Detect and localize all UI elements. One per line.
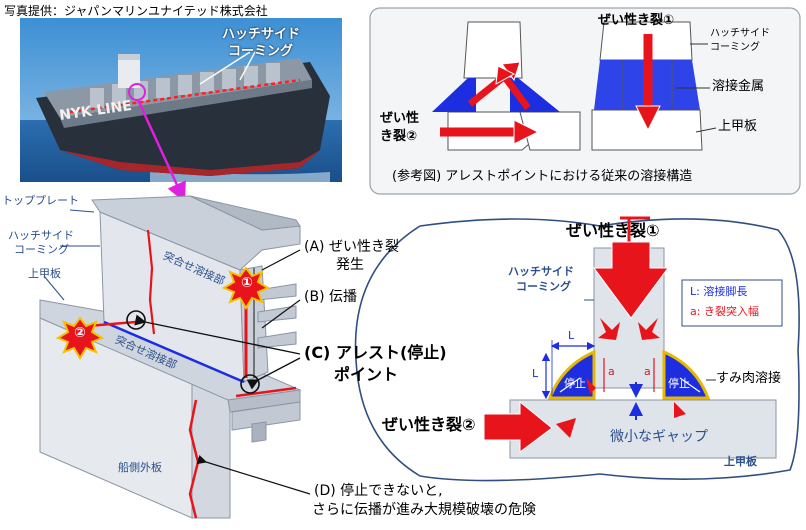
dim-a-right: a: [644, 365, 651, 378]
ref-crack1-label: ぜい性き裂①: [598, 13, 675, 28]
note-a-line1: (A) ぜい性き裂: [304, 239, 399, 255]
marker-1: ①: [241, 275, 253, 291]
struct-upper-deck-label: 上甲板: [28, 267, 61, 280]
note-d-line1: (D) 停止できないと,: [314, 483, 443, 499]
note-c-line1: (C) アレスト(停止): [304, 343, 447, 362]
marker-2: ②: [74, 325, 86, 341]
ref-weld-metal-label: 溶接金属: [712, 79, 765, 94]
stop-left-label: 停止: [564, 377, 586, 390]
ref-hatch-label-2: コーミング: [710, 42, 760, 53]
ref-crack2-label-2: き裂②: [380, 129, 418, 144]
detail-crack2-label: ぜい性き裂②: [382, 415, 476, 434]
ship-photo: NYK LINE: [20, 18, 342, 182]
fillet-weld-label: すみ肉溶接: [716, 371, 782, 386]
struct-hatch-label-1: ハッチサイド: [8, 229, 74, 242]
photo-credit: 写真提供：ジャパンマリンユナイテッド株式会社: [4, 4, 268, 18]
detail-hatch-label-1: ハッチサイド: [508, 265, 574, 278]
ref-upper-deck-label: 上甲板: [718, 119, 758, 134]
note-d-line2: さらに伝播が進み大規模破壊の危険: [312, 502, 536, 518]
photo-hatch-label-2: コーミング: [228, 44, 294, 59]
stop-right-label: 停止: [668, 377, 690, 390]
detail-crack1-label: ぜい性き裂①: [566, 221, 660, 240]
side-shell-label: 船側外板: [118, 461, 162, 474]
callout-arrow: [136, 99, 186, 203]
struct-hatch-label-2: コーミング: [14, 243, 69, 256]
note-b: (B) 伝播: [304, 289, 357, 305]
detail-upper-deck-label: 上甲板: [724, 455, 757, 468]
ref-hatch-label-1: ハッチサイド: [710, 28, 770, 39]
note-c-line2: ポイント: [334, 365, 399, 384]
top-plate-label: トッププレート: [2, 194, 79, 207]
ref-caption: (参考図) アレストポイントにおける従来の溶接構造: [392, 169, 693, 184]
dim-l-vertical: L: [532, 367, 539, 380]
dim-l-horizontal: L: [568, 329, 575, 342]
detail-hatch-label-2: コーミング: [516, 280, 571, 293]
weld-detail: [354, 216, 800, 482]
ref-crack2-label-1: ぜい性: [380, 111, 420, 126]
hatch-structure: [39, 195, 311, 519]
note-a-line2: 発生: [336, 257, 364, 273]
legend-l: L: 溶接脚長: [690, 285, 748, 298]
photo-hatch-label-1: ハッチサイド: [222, 27, 301, 42]
reference-figure: [369, 7, 801, 195]
legend-a: a: き裂突入幅: [690, 305, 759, 318]
dim-a-left: a: [608, 365, 615, 378]
small-gap-label: 微小なギャップ: [610, 429, 708, 445]
